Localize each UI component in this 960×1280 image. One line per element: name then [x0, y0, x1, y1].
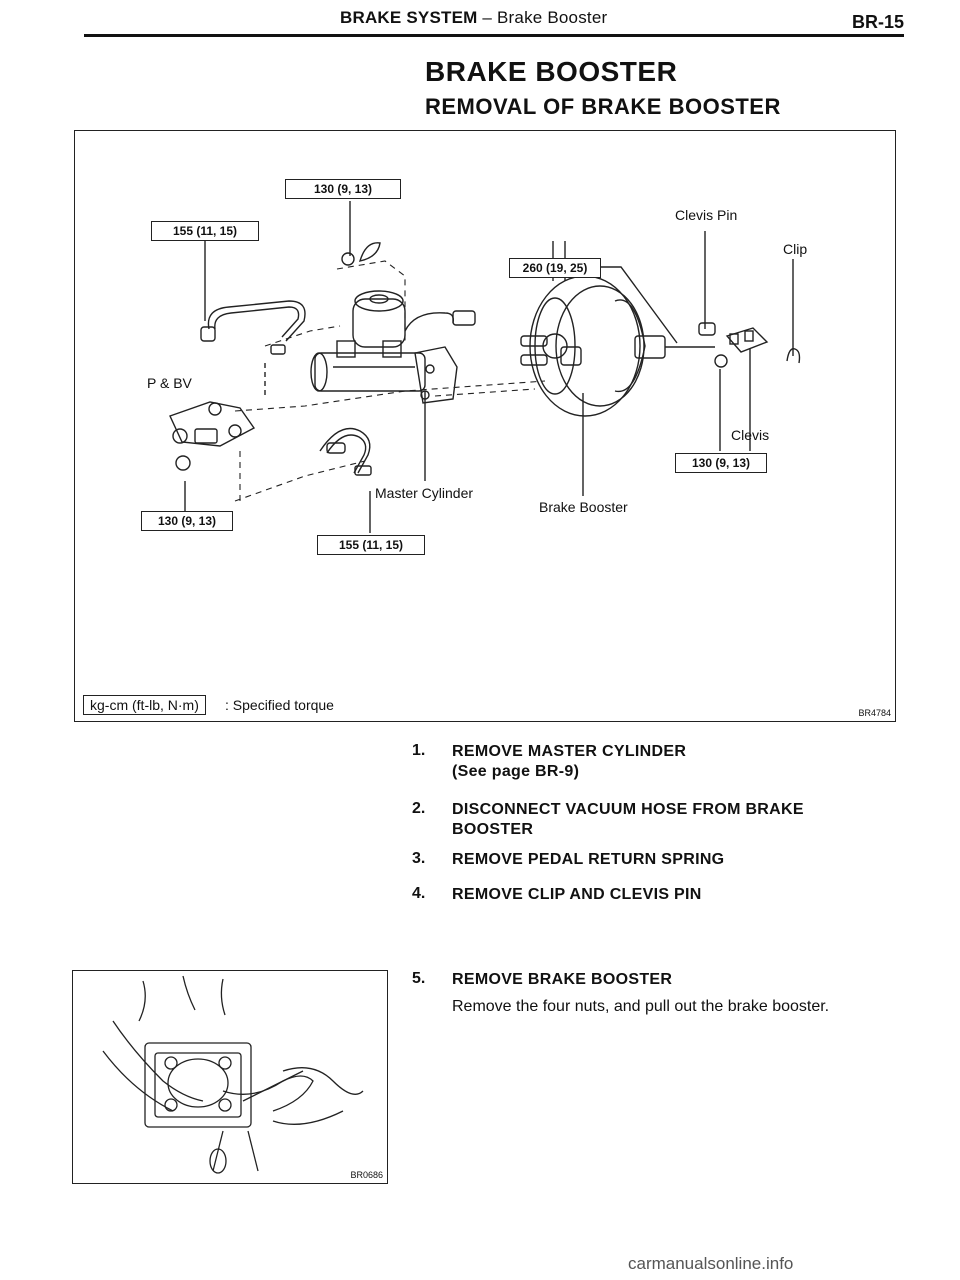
torque-callout-top-left: 155 (11, 15): [151, 221, 259, 241]
label-master-cylinder: Master Cylinder: [375, 485, 474, 501]
label-pbv: P & BV: [147, 375, 192, 391]
page-subtitle: REMOVAL OF BRAKE BOOSTER: [425, 94, 781, 119]
step-description: Remove the four nuts, and pull out the b…: [452, 998, 830, 1015]
step-heading-line2: (See page BR-9): [452, 763, 580, 780]
torque-callout-booster: 260 (19, 25): [509, 258, 601, 278]
label-brake-booster: Brake Booster: [539, 499, 628, 515]
figure-code: BR4784: [858, 708, 891, 718]
step-heading: REMOVE BRAKE BOOSTER: [452, 971, 673, 988]
header-rule: [84, 34, 904, 37]
step-number: 2.: [412, 800, 426, 817]
label-clevis: Clevis: [731, 427, 770, 443]
pbv-valve-part: [169, 401, 256, 471]
booster-removal-figure: BR0686: [72, 970, 388, 1184]
brake-tube-upper: [200, 300, 306, 355]
subsection-name: Brake Booster: [497, 8, 608, 27]
step-number: 5.: [412, 970, 426, 987]
step-heading-line2: BOOSTER: [452, 821, 534, 838]
step-heading: REMOVE MASTER CYLINDER: [452, 743, 687, 760]
section-name: BRAKE SYSTEM: [340, 8, 478, 27]
step-3: 3. REMOVE PEDAL RETURN SPRING: [412, 850, 902, 874]
nut-part: [341, 242, 381, 266]
step-body: REMOVE BRAKE BOOSTER Remove the four nut…: [452, 970, 829, 1018]
clevis-part: [698, 322, 801, 368]
step-number: 3.: [412, 850, 426, 867]
step-body: REMOVE MASTER CYLINDER (See page BR-9): [452, 742, 686, 782]
step-number: 4.: [412, 885, 426, 902]
torque-legend-text: : Specified torque: [225, 697, 334, 713]
brake-tube-lower: [319, 427, 372, 476]
page-number: BR-15: [852, 12, 905, 32]
step-4: 4. REMOVE CLIP AND CLEVIS PIN: [412, 885, 902, 909]
page-title: BRAKE BOOSTER: [425, 56, 678, 87]
label-clip: Clip: [783, 241, 808, 257]
leader-lines: [184, 201, 794, 533]
torque-callout-bottom-left: 130 (9, 13): [141, 511, 233, 531]
step-2: 2. DISCONNECT VACUUM HOSE FROM BRAKE BOO…: [412, 800, 902, 850]
torque-callout-top-center: 130 (9, 13): [285, 179, 401, 199]
step-heading: REMOVE CLIP AND CLEVIS PIN: [452, 886, 702, 903]
step-5: 5. REMOVE BRAKE BOOSTER Remove the four …: [412, 970, 902, 1030]
running-header: BRAKE SYSTEM – Brake Booster: [340, 8, 607, 28]
step-heading: REMOVE PEDAL RETURN SPRING: [452, 851, 725, 868]
label-clevis-pin: Clevis Pin: [675, 207, 738, 223]
step-body: DISCONNECT VACUUM HOSE FROM BRAKE BOOSTE…: [452, 800, 804, 840]
torque-callout-bottom-center: 155 (11, 15): [317, 535, 425, 555]
watermark-text: carmanualsonline.info: [628, 1254, 794, 1273]
booster-removal-drawing: [102, 975, 364, 1174]
step-body: REMOVE PEDAL RETURN SPRING: [452, 850, 724, 870]
figure-code: BR0686: [350, 1170, 383, 1180]
step-1: 1. REMOVE MASTER CYLINDER (See page BR-9…: [412, 742, 902, 792]
torque-callout-clevis: 130 (9, 13): [675, 453, 767, 473]
exploded-view-figure: 130 (9, 13) 155 (11, 15) 260 (19, 25) 13…: [74, 130, 896, 722]
master-cylinder-part: [310, 290, 476, 404]
step-heading: DISCONNECT VACUUM HOSE FROM BRAKE: [452, 801, 804, 818]
step-body: REMOVE CLIP AND CLEVIS PIN: [452, 885, 702, 905]
step-number: 1.: [412, 742, 426, 759]
exploded-view-drawing: [169, 201, 801, 533]
torque-unit-legend: kg-cm (ft-lb, N·m): [83, 695, 206, 715]
header-separator: –: [482, 8, 493, 27]
assembly-lines: [234, 260, 546, 502]
